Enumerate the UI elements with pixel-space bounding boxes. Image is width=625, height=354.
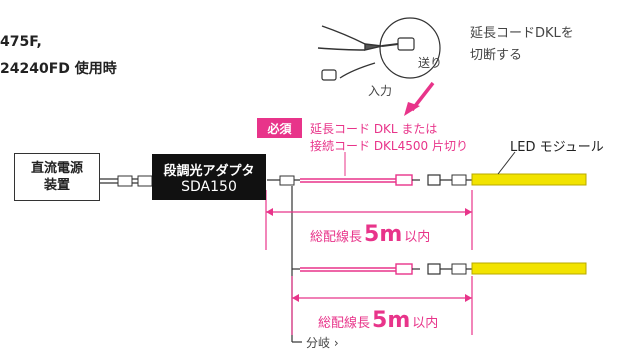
- total-length-prefix-2: 総配線長: [318, 316, 371, 331]
- power-supply-line-1: 直流電源: [30, 161, 83, 176]
- okuri-label: 送り: [418, 56, 443, 70]
- total-length-prefix-1: 総配線長: [310, 230, 363, 245]
- required-badge: 必須: [257, 118, 302, 138]
- power-supply-line-2: 装置: [43, 178, 70, 193]
- cord-desc-line-2: 接続コード DKL4500 片切り: [310, 139, 468, 153]
- cut-note-line-2: 切断する: [470, 48, 523, 63]
- connector-icon: [321, 37, 415, 81]
- led-module-1: [471, 173, 587, 186]
- cut-arrow-icon: [404, 81, 435, 116]
- header-line-1: 475F,: [0, 34, 42, 50]
- total-length-value-2: 5m: [372, 308, 411, 333]
- total-length-suffix-2: 以内: [412, 316, 439, 331]
- total-length-value-1: 5m: [364, 222, 403, 247]
- cut-note-line-1: 延長コードDKLを: [470, 26, 574, 41]
- dimmer-line-1: 段調光アダプタ: [163, 163, 255, 179]
- power-supply-box: 直流電源 装置: [14, 153, 100, 201]
- header-line-2: 24240FD 使用時: [0, 61, 117, 77]
- nyuryoku-label: 入力: [368, 84, 393, 98]
- led-module-2: [471, 262, 587, 275]
- zoom-circle: [379, 17, 441, 79]
- cord-desc-line-1: 延長コード DKL または: [310, 122, 438, 136]
- branch-label: 分岐 ›: [306, 336, 339, 350]
- led-module-label: LED モジュール: [510, 140, 604, 155]
- total-length-suffix-1: 以内: [404, 230, 431, 245]
- dimmer-line-2: SDA150: [181, 178, 237, 195]
- dimmer-adapter-box: 段調光アダプタ SDA150: [152, 154, 266, 200]
